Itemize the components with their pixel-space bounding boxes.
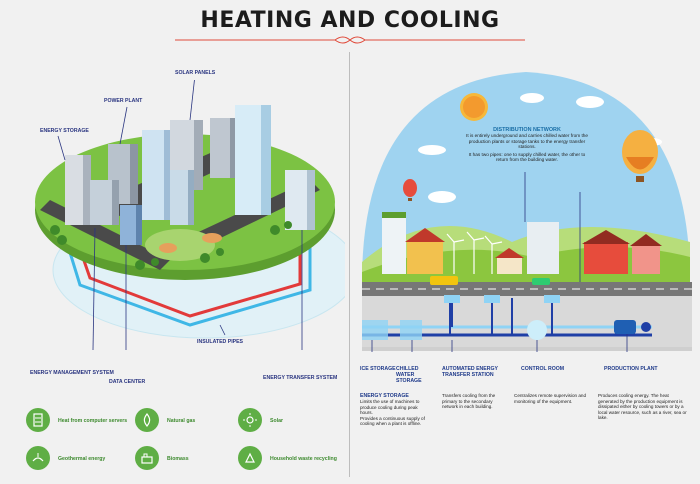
recycling-icon xyxy=(238,446,262,470)
distribution-scene-illustration xyxy=(362,72,692,352)
legend-label-solar: Solar xyxy=(270,418,283,424)
legend-item-solar xyxy=(238,408,262,432)
city-island-illustration xyxy=(35,80,345,350)
label-insulated-pipes: INSULATED PIPES xyxy=(197,339,244,345)
geothermal-icon xyxy=(26,446,50,470)
legend-label-natural-gas: Natural gas xyxy=(167,418,196,424)
legend-label-recycling: Household waste recycling xyxy=(270,456,337,462)
desc-energy-storage: ENERGY STORAGE Limits the use of machine… xyxy=(360,393,430,427)
distribution-network-block: DISTRIBUTION NETWORK It is entirely unde… xyxy=(462,127,592,163)
center-divider xyxy=(349,52,350,477)
label-data-center: DATA CENTER xyxy=(109,379,146,385)
distribution-network-text-2: It has two pipes: one to supply chilled … xyxy=(468,151,586,163)
legend-item-natural-gas xyxy=(135,408,159,432)
legend-item-recycling xyxy=(238,446,262,470)
legend-item-servers xyxy=(26,408,50,432)
caption-ice-storage: ICE STORAGE xyxy=(360,366,396,372)
legend-label-geothermal: Geothermal energy xyxy=(58,456,106,462)
biomass-icon xyxy=(135,446,159,470)
desc-energy-storage-title: ENERGY STORAGE xyxy=(360,393,409,399)
desc-control-room: Centralizes remote supervision and monit… xyxy=(514,393,587,404)
distribution-network-title: DISTRIBUTION NETWORK xyxy=(493,127,561,133)
legend-label-servers: Heat from computer servers xyxy=(58,418,128,424)
sun-icon xyxy=(238,408,262,432)
server-icon xyxy=(26,408,50,432)
legend-item-geothermal xyxy=(26,446,50,470)
caption-control-room: CONTROL ROOM xyxy=(521,366,565,372)
caption-chilled-water-storage: CHILLED WATER STORAGE xyxy=(396,366,422,384)
desc-transfer-station: Transfers cooling from the primary to th… xyxy=(442,393,496,410)
page-title: HEATING AND COOLING xyxy=(200,8,500,33)
label-energy-storage: ENERGY STORAGE xyxy=(40,128,89,134)
label-solar-panels: SOLAR PANELS xyxy=(175,70,216,76)
legend-item-biomass xyxy=(135,446,159,470)
caption-production-plant: PRODUCTION PLANT xyxy=(604,366,658,372)
distribution-network-text-1: It is entirely underground and carries c… xyxy=(466,133,588,150)
desc-energy-storage-line2: Provides a continuous supply of cooling … xyxy=(360,415,425,427)
label-power-plant: POWER PLANT xyxy=(104,98,143,104)
label-energy-management-system: ENERGY MANAGEMENT SYSTEM xyxy=(30,370,114,376)
legend-label-biomass: Biomass xyxy=(167,456,189,462)
title-ornament xyxy=(175,36,525,44)
caption-automated-energy-transfer-station: AUTOMATED ENERGY TRANSFER STATION xyxy=(442,366,498,378)
gas-flame-icon xyxy=(135,408,159,432)
desc-production-plant: Produces cooling energy. The heat genera… xyxy=(598,393,687,421)
desc-energy-storage-line1: Limits the use of machines to produce co… xyxy=(360,399,420,416)
label-energy-transfer-system: ENERGY TRANSFER SYSTEM xyxy=(263,375,338,381)
